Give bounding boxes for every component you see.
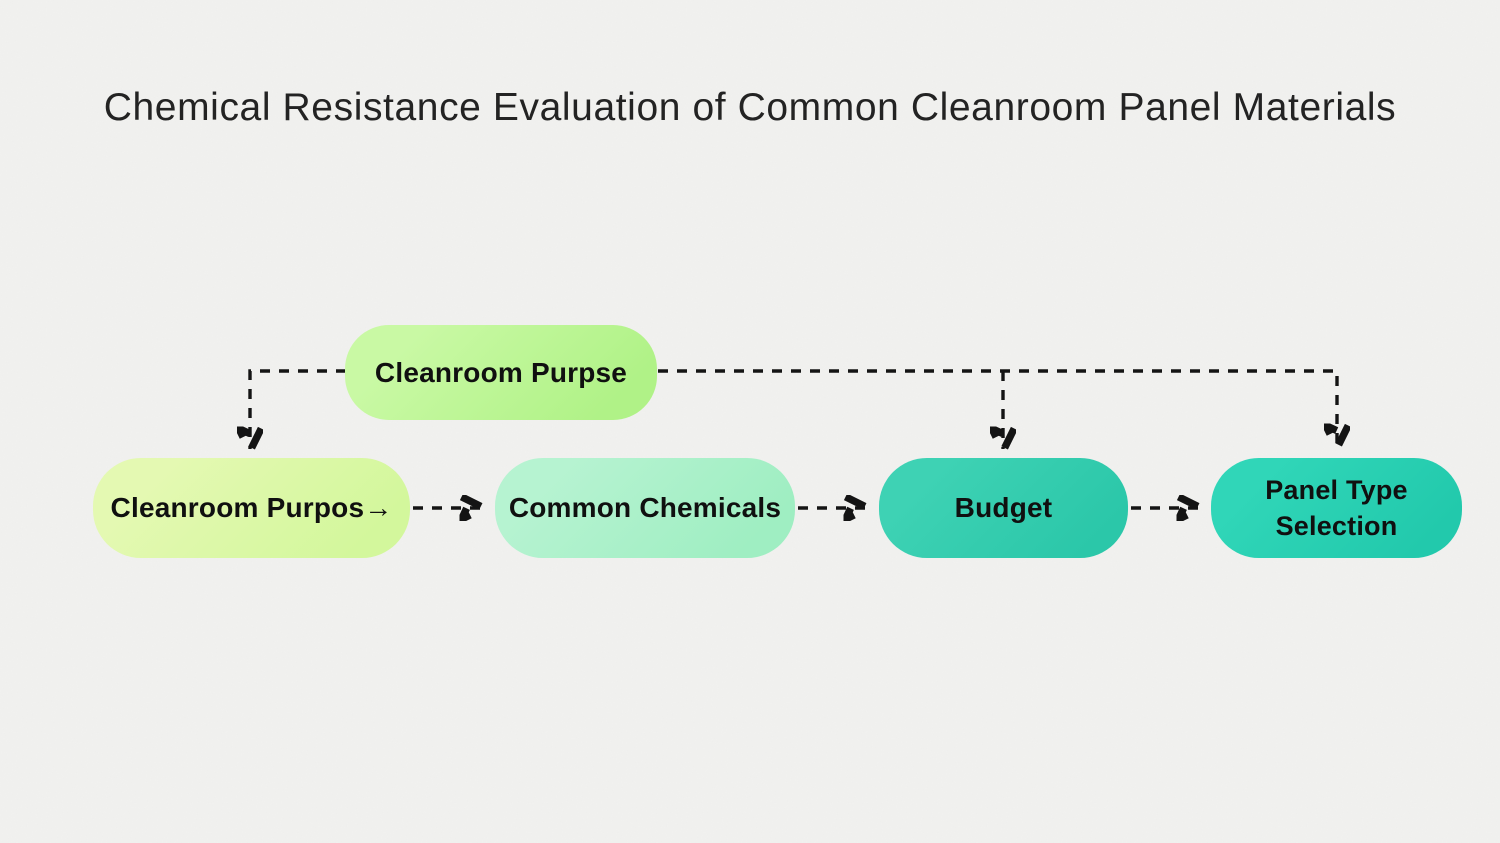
node-panel-type-selection: Panel Type Selection [1211, 458, 1462, 558]
node-label: Cleanroom Purpos→ [110, 492, 393, 524]
node-common-chemicals: Common Chemicals [495, 458, 795, 558]
diagram-title: Chemical Resistance Evaluation of Common… [103, 86, 1397, 129]
edge-purpse-to-panel [658, 369, 1337, 446]
node-label: Panel Type Selection [1265, 474, 1408, 541]
node-label: Cleanroom Purpse [374, 356, 628, 388]
node-label: Budget [954, 492, 1053, 524]
node-cleanroom-purpse: Cleanroom Purpse [345, 325, 657, 420]
edge-purpse-to-purpos [250, 369, 346, 449]
node-cleanroom-purpos: Cleanroom Purpos→ [93, 458, 410, 558]
node-label: Common Chemicals [508, 492, 782, 524]
node-budget: Budget [879, 458, 1128, 558]
